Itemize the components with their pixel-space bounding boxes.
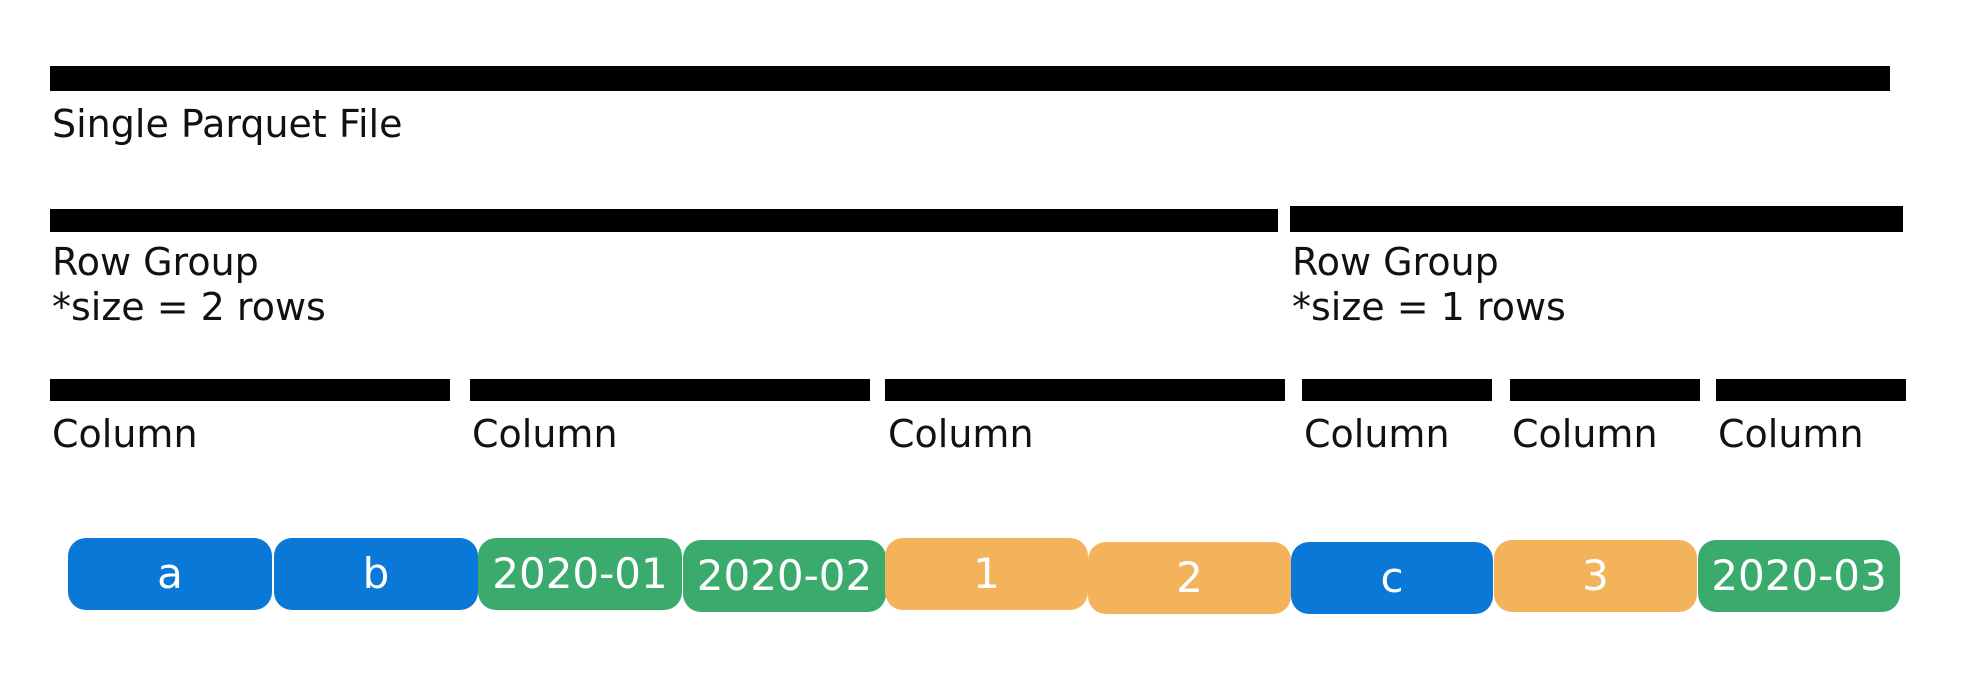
column-label-6: Column <box>1718 412 1864 456</box>
row-group-size-2: *size = 1 rows <box>1292 285 1566 329</box>
column-label-1: Column <box>52 412 198 456</box>
column-bar-4 <box>1302 379 1492 401</box>
cell-a: a <box>68 538 272 610</box>
file-bar <box>50 66 1890 91</box>
cell-3: 3 <box>1494 540 1697 612</box>
column-label-3: Column <box>888 412 1034 456</box>
column-bar-5 <box>1510 379 1700 401</box>
cell-2: 2 <box>1088 542 1291 614</box>
row-group-bar-1 <box>50 209 1278 232</box>
row-group-bar-2 <box>1290 206 1903 232</box>
column-bar-3 <box>885 379 1285 401</box>
column-label-2: Column <box>472 412 618 456</box>
cell-2020-02: 2020-02 <box>683 540 886 612</box>
column-label-5: Column <box>1512 412 1658 456</box>
cell-b: b <box>274 538 478 610</box>
file-label: Single Parquet File <box>52 102 403 146</box>
row-group-size-1: *size = 2 rows <box>52 285 326 329</box>
cell-1: 1 <box>885 538 1088 610</box>
row-group-title-1: Row Group <box>52 240 259 284</box>
column-bar-1 <box>50 379 450 401</box>
column-bar-2 <box>470 379 870 401</box>
cell-c: c <box>1291 542 1493 614</box>
cell-2020-03: 2020-03 <box>1698 540 1900 612</box>
column-bar-6 <box>1716 379 1906 401</box>
column-label-4: Column <box>1304 412 1450 456</box>
cell-2020-01: 2020-01 <box>478 538 682 610</box>
row-group-title-2: Row Group <box>1292 240 1499 284</box>
